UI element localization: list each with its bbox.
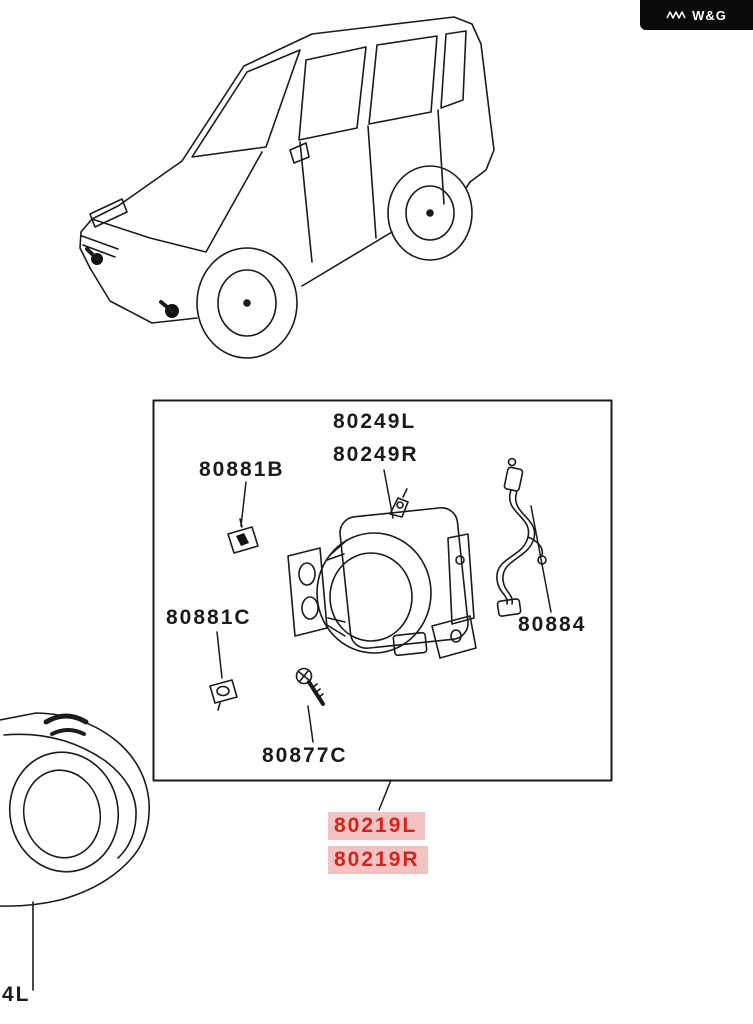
watermark-text: W&G — [692, 7, 727, 23]
part-label-80881C: 80881C — [166, 606, 252, 629]
partial-part-label: 4L — [2, 983, 31, 1006]
wg-logo-icon — [666, 11, 686, 19]
vehicle-illustration — [79, 16, 495, 359]
parts-box-frame — [152, 399, 613, 782]
part-label-80881B: 80881B — [199, 458, 285, 481]
clip-80881c-illustration — [209, 679, 238, 711]
highlighted-part-80219R[interactable]: 80219R — [328, 846, 428, 875]
fog-lamp-assembly-illustration — [287, 488, 477, 659]
part-label-80249L: 80249L — [333, 410, 417, 433]
part-label-80877C: 80877C — [262, 744, 348, 767]
watermark-badge: W&G — [640, 0, 753, 30]
harness-80884-illustration — [496, 457, 547, 617]
clip-80881b-illustration — [227, 518, 259, 554]
part-label-80249R: 80249R — [333, 443, 419, 466]
corner-lamp-illustration — [0, 712, 150, 991]
part-label-80884: 80884 — [518, 613, 587, 636]
fog-lamp-position-markers — [85, 247, 179, 318]
highlighted-part-80219L[interactable]: 80219L — [328, 812, 426, 841]
screw-80877c-illustration — [295, 667, 325, 706]
leader-lines — [216, 469, 552, 811]
